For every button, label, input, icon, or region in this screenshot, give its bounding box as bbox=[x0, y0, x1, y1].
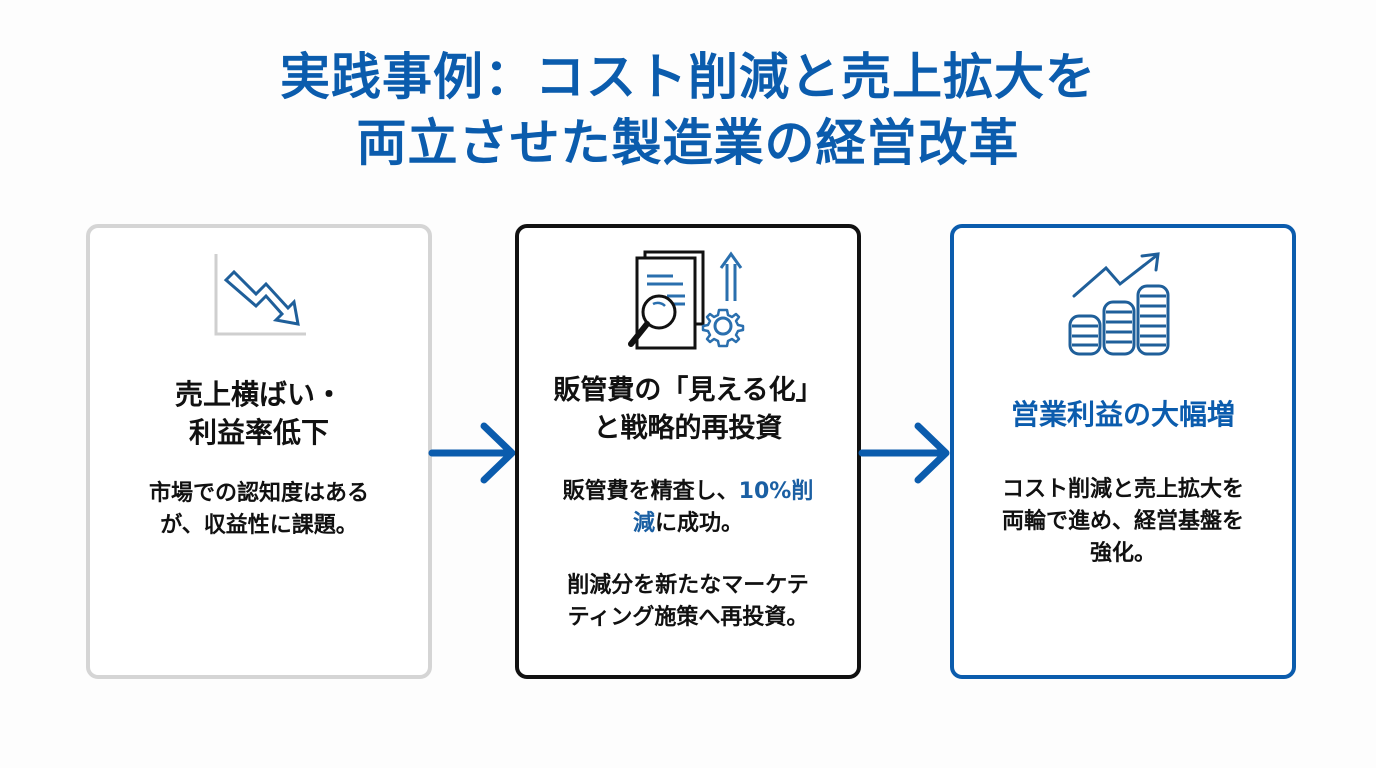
body-line: 市場での認知度はある bbox=[148, 481, 369, 506]
step-body: コスト削減と売上拡大を 両輪で進め、経営基盤を 強化。 bbox=[974, 474, 1272, 570]
highlight-text: 減 bbox=[632, 511, 655, 536]
step-body: 市場での認知度はある が、収益性に課題。 bbox=[110, 478, 408, 542]
step-card-problem: 売上横ばい・ 利益率低下 市場での認知度はある が、収益性に課題。 bbox=[86, 224, 432, 679]
heading-line: 販管費の「見える化」 bbox=[553, 375, 823, 406]
heading-line: 利益率低下 bbox=[188, 416, 329, 449]
body-text: 販管費を精査し、 bbox=[562, 479, 739, 504]
step-heading: 売上横ばい・ 利益率低下 bbox=[90, 376, 428, 452]
title-line-1: 実践事例：コスト削減と売上拡大を bbox=[280, 48, 1096, 106]
declining-chart-icon bbox=[214, 254, 306, 336]
heading-line: 売上横ばい・ bbox=[174, 378, 343, 411]
body-paragraph-1: 販管費を精査し、10%削 減に成功。 bbox=[539, 476, 837, 540]
step-card-action: 販管費の「見える化」 と戦略的再投資 販管費を精査し、10%削 減に成功。 削減… bbox=[515, 224, 861, 679]
body-text: に成功。 bbox=[655, 511, 744, 536]
arrow-right-icon bbox=[428, 422, 516, 484]
step-body: 販管費を精査し、10%削 減に成功。 削減分を新たなマーケテ ティング施策へ再投… bbox=[539, 476, 837, 634]
step-heading: 営業利益の大幅増 bbox=[1010, 398, 1235, 431]
title-line-2: 両立させた製造業の経営改革 bbox=[356, 114, 1020, 172]
body-text: テ bbox=[567, 605, 589, 630]
highlight-text: 10%削 bbox=[738, 479, 814, 504]
body-line: が、収益性に課題。 bbox=[160, 513, 358, 538]
heading-line: と戦略的再投資 bbox=[593, 413, 783, 444]
body-line: 強化。 bbox=[1089, 541, 1156, 566]
step-heading: 販管費の「見える化」 と戦略的再投資 bbox=[519, 372, 857, 448]
body-paragraph-2: 削減分を新たなマーケテ ティング施策へ再投資。 bbox=[539, 570, 837, 634]
arrow-right-icon bbox=[858, 422, 950, 484]
step-card-result: 営業利益の大幅増 コスト削減と売上拡大を 両輪で進め、経営基盤を 強化。 bbox=[950, 224, 1296, 679]
body-line: コスト削減と売上拡大を bbox=[1001, 477, 1244, 502]
page-title: 実践事例：コスト削減と売上拡大を 両立させた製造業の経営改革 bbox=[0, 44, 1376, 176]
document-search-gear-icon bbox=[628, 250, 745, 350]
coins-growth-icon bbox=[1068, 252, 1170, 356]
body-line: 削減分を新たなマーケテ bbox=[567, 573, 809, 598]
body-line: ィング施策へ再投資。 bbox=[588, 605, 809, 630]
body-line: 両輪で進め、経営基盤を bbox=[1001, 509, 1244, 534]
